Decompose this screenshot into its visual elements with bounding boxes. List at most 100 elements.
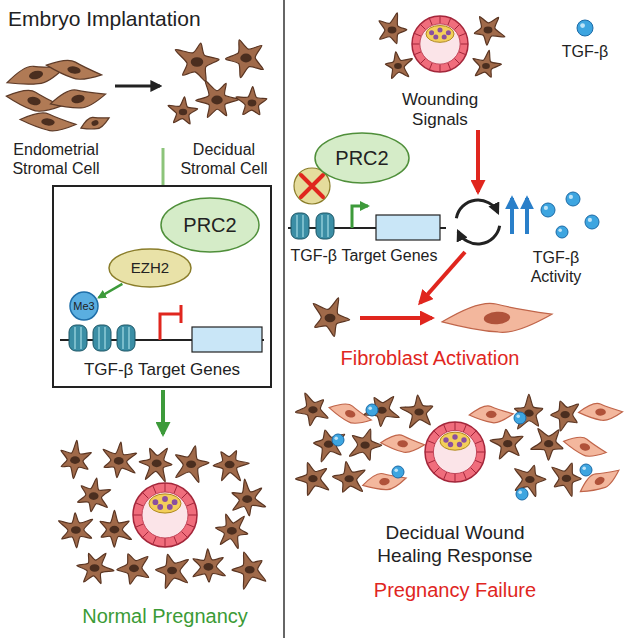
- connector-arrow: [99, 284, 123, 298]
- label-slot: Pregnancy Failure: [374, 578, 536, 602]
- decidual-cell: [232, 552, 266, 589]
- node-outline: [315, 133, 409, 183]
- art-line: [135, 524, 143, 527]
- art-circle: [420, 24, 460, 64]
- decidual-cell: [551, 401, 579, 431]
- cell-nucleus: [70, 456, 80, 464]
- chromatin-box: TGF-β Target GenesPRC2EZH2Me3: [52, 185, 272, 388]
- illustration-group: [4, 13, 622, 589]
- art-line: [122, 327, 124, 349]
- cell-nucleus: [503, 440, 512, 447]
- endometrial-stromal-cell: [49, 84, 108, 113]
- art-line: [448, 18, 451, 25]
- cell-nucleus: [71, 94, 86, 104]
- art-line: [165, 483, 166, 492]
- art-line: [302, 215, 304, 237]
- active-promoter: [352, 206, 368, 228]
- art-circle: [157, 504, 163, 510]
- feedback-loop: [456, 200, 498, 218]
- art-circle: [334, 436, 338, 440]
- art-line: [327, 215, 329, 237]
- art-line: [429, 63, 432, 70]
- cell-nucleus: [360, 441, 369, 448]
- cell-nucleus: [308, 475, 317, 482]
- decidual-cell: [236, 87, 267, 115]
- decidual-cell: [385, 52, 412, 79]
- figure-label: TGF-β Activity: [531, 249, 582, 285]
- node-text: Me3: [73, 300, 94, 313]
- figure-label: Fibroblast Activation: [341, 347, 520, 369]
- embryo-blastocyst: [412, 16, 468, 72]
- decidual-cell: [379, 13, 407, 44]
- decidual-cell: [100, 510, 131, 547]
- decidual-cell: [176, 446, 209, 483]
- decidual-cell: [139, 448, 172, 482]
- art-line: [427, 441, 435, 444]
- art-circle: [142, 492, 188, 538]
- art-circle: [569, 195, 573, 199]
- art-line: [153, 485, 156, 493]
- art-circle: [153, 499, 159, 505]
- art-line: [463, 424, 466, 432]
- decidual-cell: [226, 40, 264, 78]
- tgf-beta-molecule: [514, 412, 526, 424]
- art-line: [188, 515, 197, 516]
- decidual-cell: [78, 478, 111, 512]
- cell-nucleus: [90, 564, 100, 572]
- art-line: [427, 460, 435, 463]
- cell-nucleus: [388, 27, 397, 34]
- cell-nucleus: [27, 96, 42, 106]
- cell-nucleus: [379, 477, 391, 486]
- tgf-beta-molecule: [556, 226, 568, 238]
- cell-nucleus: [41, 118, 55, 126]
- art-line: [459, 52, 466, 55]
- art-circle: [558, 228, 562, 232]
- tgf-beta-molecule: [577, 20, 593, 36]
- node-text: TGF-β Target Genes: [84, 360, 240, 380]
- cell-nucleus: [394, 63, 402, 69]
- cell-nucleus: [89, 492, 99, 500]
- art-circle: [580, 23, 585, 28]
- art-line: [434, 431, 440, 437]
- activated-fibroblast: [469, 405, 513, 423]
- cell-nucleus: [484, 27, 493, 34]
- node-text: PRC2: [335, 147, 388, 170]
- tgf-beta-molecule: [366, 404, 378, 416]
- cell-nucleus: [579, 442, 591, 452]
- decidual-cell: [400, 395, 433, 428]
- label-slot: Fibroblast Activation: [341, 346, 520, 370]
- figure-label: Decidual Wound Healing Response: [377, 522, 532, 566]
- repressed-promoter: [160, 314, 180, 340]
- cell-nucleus: [593, 475, 606, 486]
- art-line: [186, 524, 194, 527]
- decidual-cell: [175, 43, 219, 81]
- label-slot: TGF-β Target Genes: [290, 246, 437, 265]
- art-line: [440, 64, 441, 72]
- art-line: [165, 538, 166, 547]
- cell-nucleus: [129, 565, 139, 573]
- cell-nucleus: [167, 567, 177, 575]
- art-circle: [443, 437, 448, 442]
- feedback-loop: [458, 226, 500, 244]
- tgf-beta-molecule: [580, 464, 592, 476]
- art-line: [429, 18, 432, 25]
- art-circle: [457, 442, 462, 447]
- cell-nucleus: [325, 314, 336, 322]
- activated-fibroblast: [561, 433, 608, 461]
- art-line: [463, 472, 466, 480]
- activated-fibroblast: [441, 299, 553, 337]
- art-circle: [544, 206, 548, 210]
- embryo-blastocyst: [425, 422, 485, 482]
- art-line: [135, 503, 143, 506]
- art-circle: [582, 466, 586, 470]
- tgf-beta-molecule: [585, 215, 599, 229]
- figure-label: Decidual Stromal Cell: [180, 141, 267, 177]
- increase-arrow: [510, 198, 514, 234]
- art-circle: [429, 30, 434, 35]
- art-line: [133, 515, 142, 516]
- gene-body: [192, 327, 262, 352]
- cell-nucleus: [248, 100, 257, 107]
- art-line: [181, 492, 187, 498]
- art-line: [128, 327, 130, 349]
- art-line: [142, 531, 148, 537]
